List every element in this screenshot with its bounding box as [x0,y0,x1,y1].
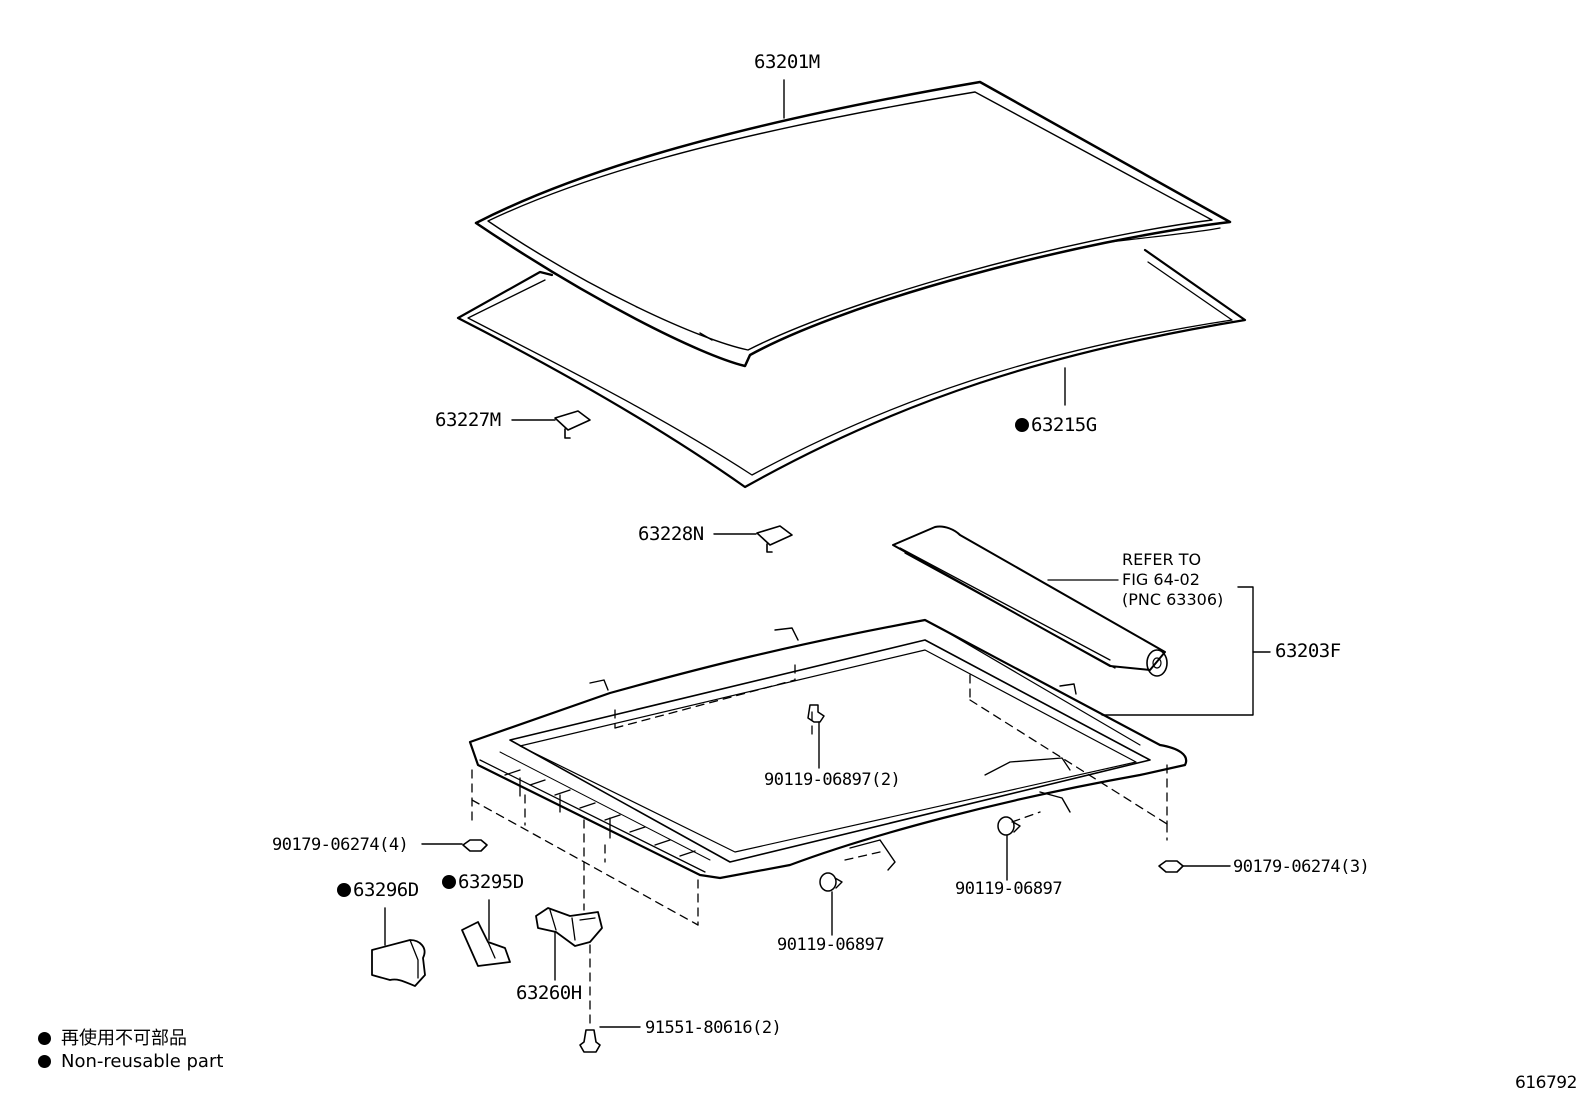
bolt-right [997,816,1021,881]
label-nut-right[interactable]: 90179-06274(3) [1233,857,1370,877]
legend-jp: 再使用不可部品 [38,1024,187,1050]
roof-glass-panel [474,80,1232,368]
nut-right [1158,860,1231,873]
sunshade-roll [892,525,1168,677]
cushion-63295d [461,899,511,967]
label-screw[interactable]: 91551-80616(2) [645,1018,782,1038]
label-glass-weatherstrip[interactable]: 63215G [1015,415,1097,435]
label-bolt-center[interactable]: 90119-06897(2) [764,770,901,790]
label-bolt-right[interactable]: 90119-06897 [955,879,1063,899]
bolt-center [807,704,825,769]
label-bolt-bottom[interactable]: 90119-06897 [777,935,885,955]
refer-note: REFER TO FIG 64-02 (PNC 63306) [1122,550,1224,609]
clip-63227m [511,410,591,439]
dashed-mounting-lines [471,664,1168,1026]
non-reusable-dot-icon [337,883,351,897]
label-bracket-rear[interactable]: 63228N [638,523,704,545]
clip-63228n [713,525,793,553]
cushion-63296d [371,907,426,987]
sunroof-housing-frame [468,618,1188,880]
label-bracket-front[interactable]: 63227M [435,409,501,431]
illustration-id: 616792 [1515,1073,1577,1093]
glass-weatherstrip [456,248,1247,489]
label-cushion-a[interactable]: 63296D [337,880,419,900]
bullet-dot-icon [38,1055,51,1068]
label-cushion-b[interactable]: 63295D [442,872,524,892]
label-drain[interactable]: 63260H [516,982,582,1004]
bolt-bottom [819,872,843,936]
label-glass[interactable]: 63201M [754,51,820,73]
non-reusable-dot-icon [442,875,456,889]
label-nut-left[interactable]: 90179-06274(4) [272,835,409,855]
drain-63260h [535,907,603,981]
label-housing[interactable]: 63203F [1275,640,1341,662]
screw-91551 [579,1026,641,1053]
legend-en: Non-reusable part [38,1051,223,1072]
bullet-dot-icon [38,1032,51,1045]
non-reusable-dot-icon [1015,418,1029,432]
nut-left [421,839,488,852]
